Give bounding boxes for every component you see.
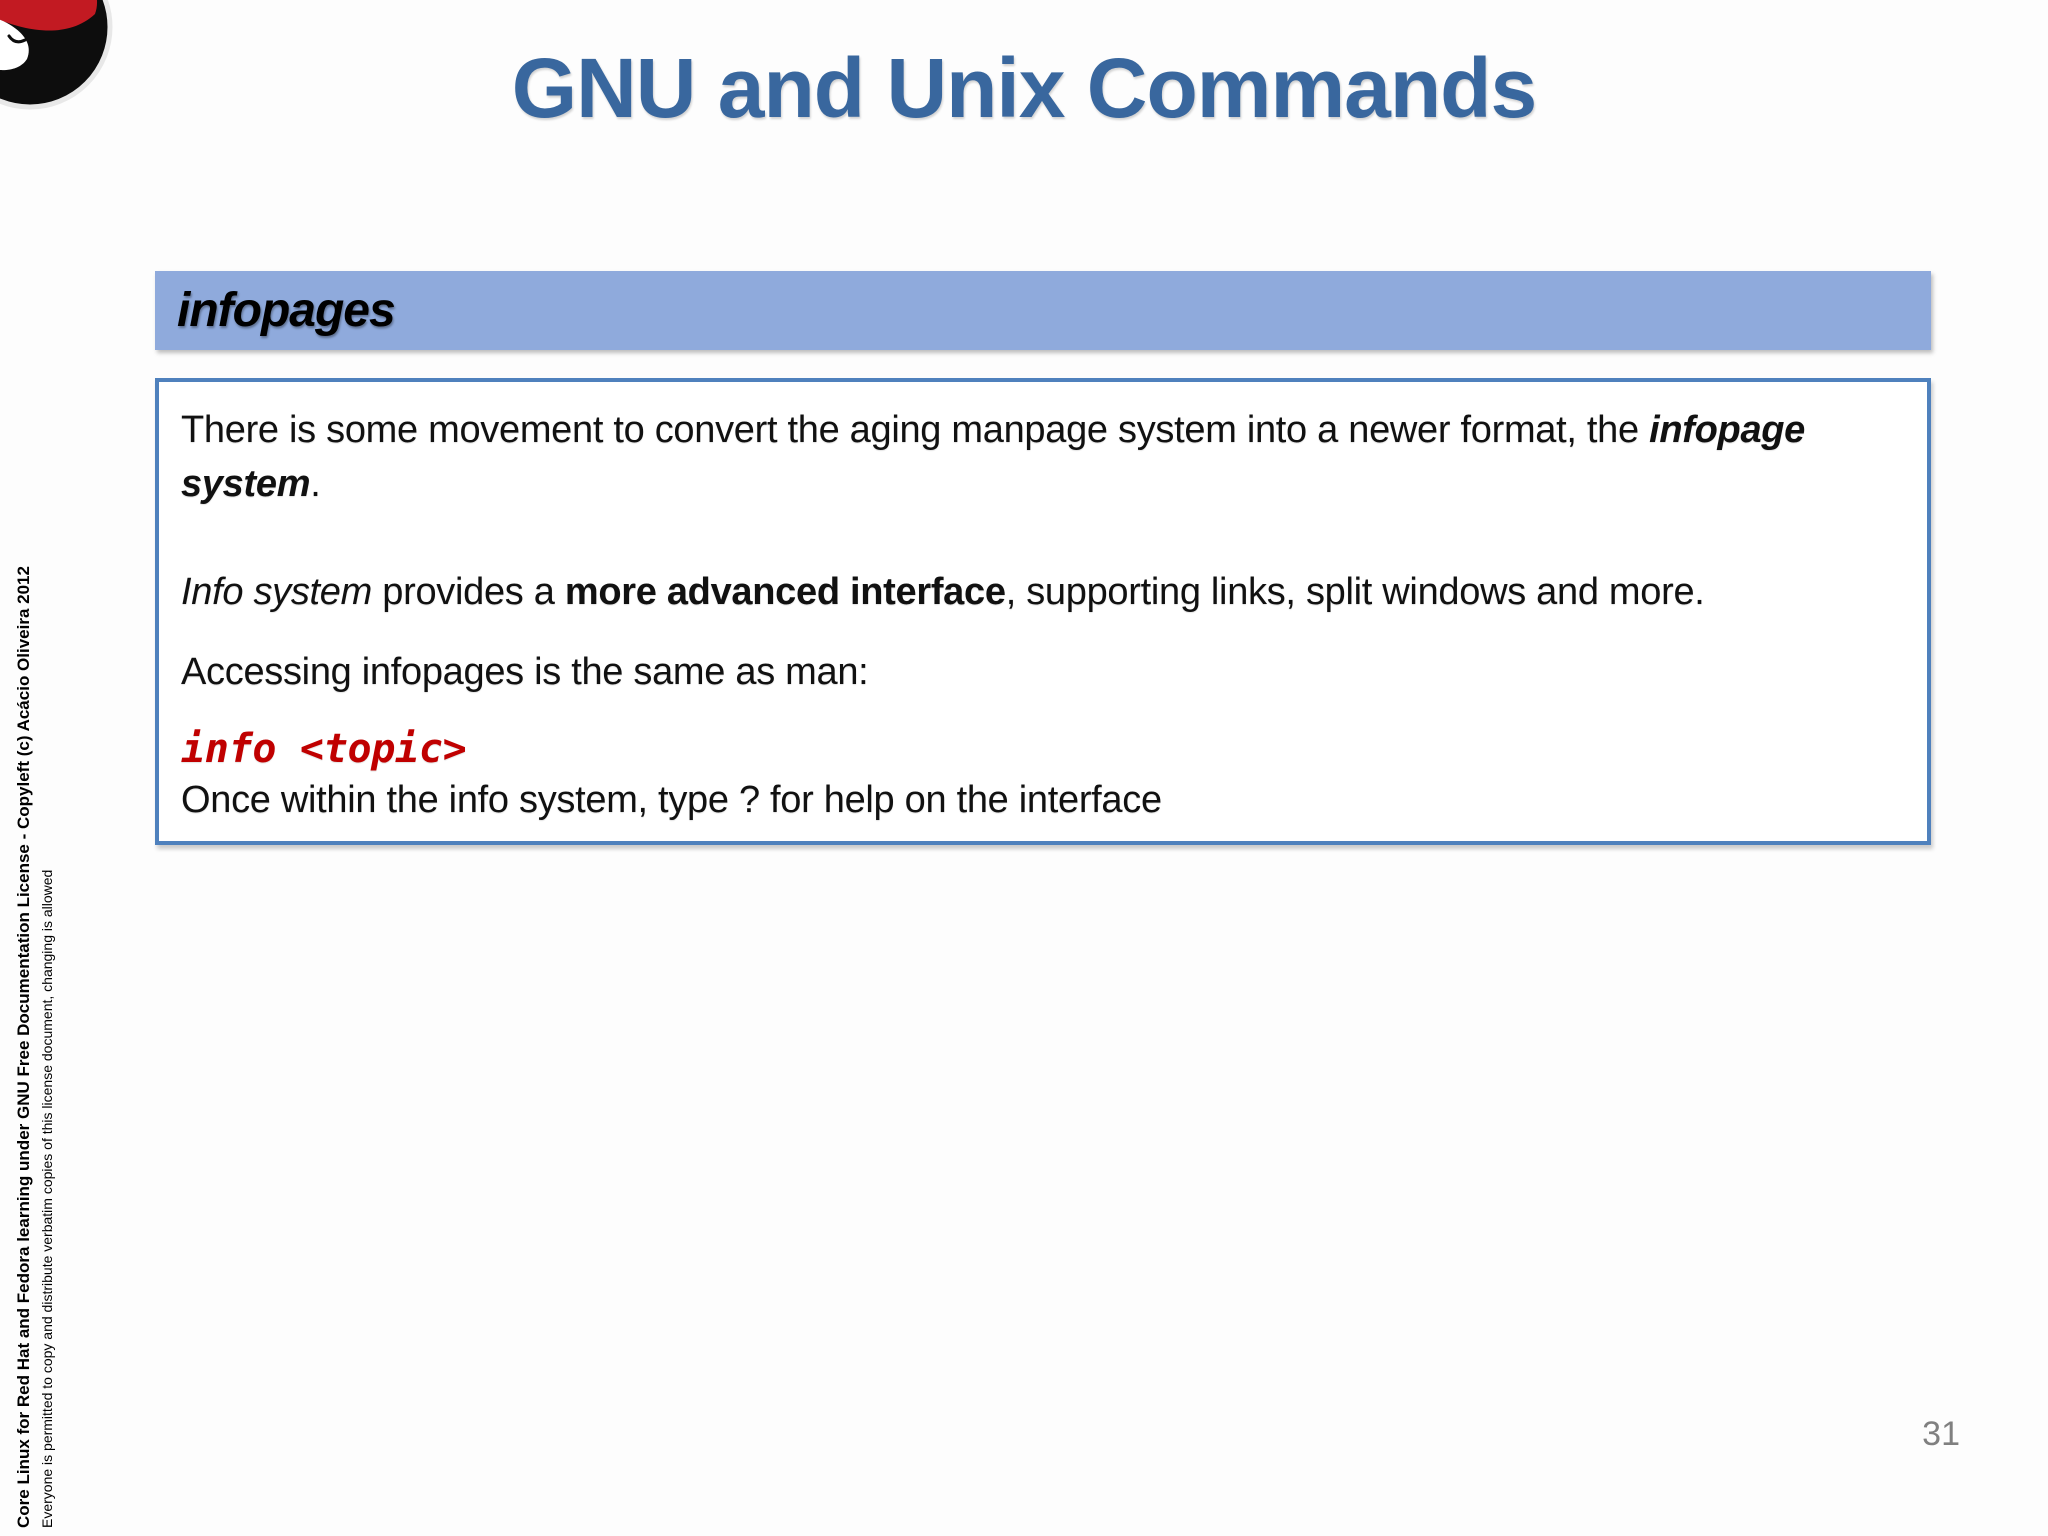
text-run: There is some movement to convert the ag…: [181, 409, 1650, 451]
red-hat-logo: [0, 0, 113, 110]
content-box: There is some movement to convert the ag…: [155, 378, 1931, 845]
paragraph-accessing-infopages: Accessing infopages is the same as man:: [181, 650, 869, 693]
paragraph-info-system: Info system provides a more advanced int…: [181, 566, 1905, 620]
paragraph-manpage-conversion: There is some movement to convert the ag…: [181, 404, 1905, 512]
page-number: 31: [1922, 1415, 1960, 1453]
text-run: .: [310, 462, 321, 505]
text-run-infopage-system: infopage system: [181, 409, 1806, 505]
text-run-more-advanced-interface: more advanced interface: [564, 570, 1006, 613]
section-header-bar: infopages: [155, 271, 1931, 350]
code-info-topic-command: info <topic>: [181, 725, 467, 772]
text-run: , supporting links, split windows and mo…: [1005, 570, 1705, 613]
paragraph-help-interface: Once within the info system, type ? for …: [181, 778, 1162, 821]
page-title: GNU and Unix Commands: [511, 41, 1537, 135]
text-run: provides a: [372, 570, 565, 613]
license-sidebar: Core Linux for Red Hat and Fedora learni…: [14, 328, 55, 1528]
section-header-label: infopages: [177, 284, 396, 337]
text-run-info-system: Info system: [181, 570, 372, 613]
license-permission-text: Everyone is permitted to copy and distri…: [39, 869, 55, 1528]
license-title-text: Core Linux for Red Hat and Fedora learni…: [14, 566, 33, 1528]
